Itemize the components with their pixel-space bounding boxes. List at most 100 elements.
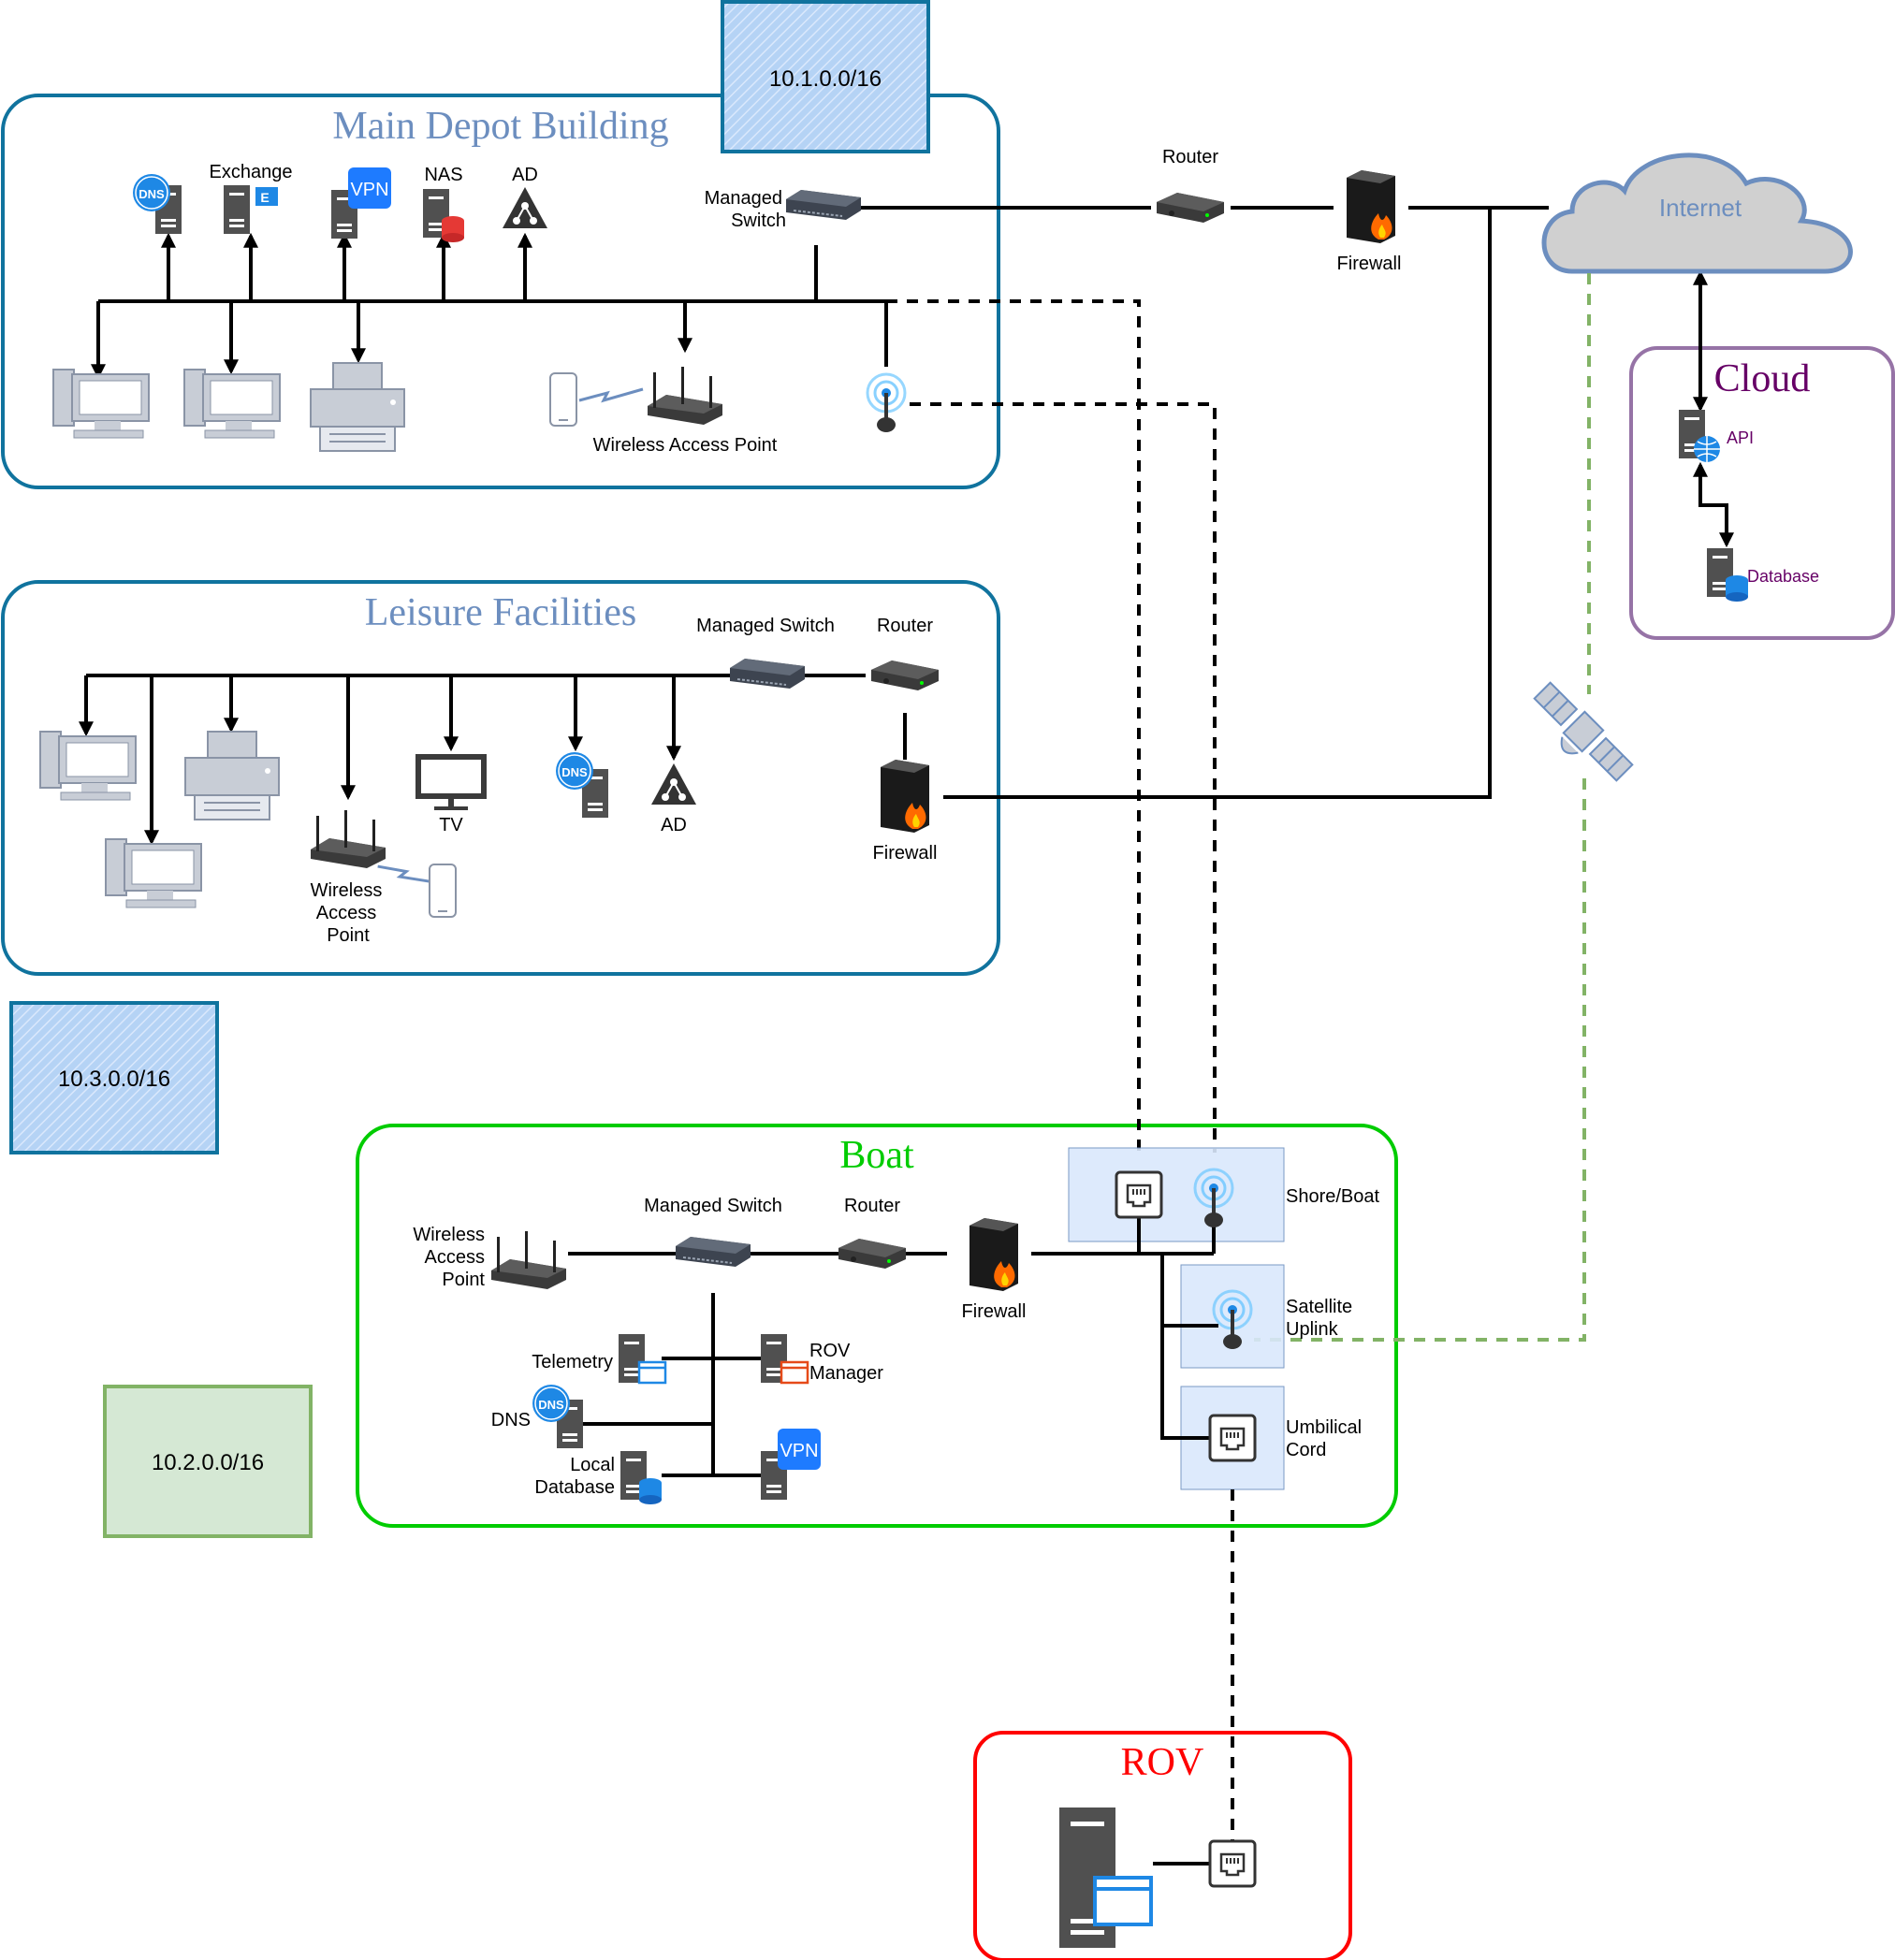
firewall-label: Firewall (1337, 254, 1402, 274)
firewall-icon[interactable] (969, 1218, 1018, 1291)
antenna-icon (866, 372, 907, 434)
phone-icon (429, 864, 457, 918)
wap-icon[interactable] (648, 367, 722, 425)
ad-icon (502, 186, 548, 229)
rov-manager-label-2: Manager (809, 1363, 883, 1384)
umbilical-label-1: Umbilical (1286, 1417, 1362, 1438)
router-icon[interactable] (871, 661, 939, 690)
satellite-label-1: Satellite (1286, 1297, 1352, 1317)
vpn-server-icon: VPN (331, 167, 391, 239)
pc-icon (183, 369, 281, 439)
nas-label: NAS (424, 165, 462, 185)
vpn-server-icon[interactable]: VPN (761, 1429, 821, 1500)
svg-text:DNS: DNS (561, 765, 588, 779)
managed-switch-icon[interactable] (785, 189, 862, 221)
managed-switch-label-2: Switch (731, 211, 786, 231)
local-db-label-1: Local (570, 1455, 615, 1475)
managed-switch-icon[interactable] (675, 1236, 751, 1268)
ad-icon (650, 762, 697, 806)
internet-label: Internet (1659, 194, 1742, 222)
rov-server-icon[interactable] (1059, 1808, 1153, 1948)
nas-server-icon (423, 189, 464, 242)
telemetry-server-icon[interactable] (619, 1334, 667, 1385)
subnet-boat-label: 10.2.0.0/16 (152, 1450, 264, 1475)
wap-label: Wireless Access Point (593, 435, 778, 456)
rov-ethernet-port-icon (1208, 1839, 1257, 1888)
leisure-container (1, 580, 1000, 976)
wireless-link-icon (577, 387, 645, 402)
wap-icon[interactable] (311, 810, 386, 868)
b-wap-label-2: Access (425, 1247, 485, 1268)
svg-text:E: E (260, 190, 269, 205)
internet-cloud-icon (1541, 152, 1853, 274)
l-router-label: Router (877, 616, 933, 636)
cloud-database-icon[interactable] (1707, 548, 1748, 602)
shore-wireless-link (910, 402, 1217, 1153)
rov-manager-server-icon[interactable] (761, 1334, 809, 1385)
ad-label: AD (512, 165, 538, 185)
printer-icon (184, 731, 280, 820)
l-ad-label: AD (661, 815, 687, 835)
router-icon[interactable] (1157, 193, 1224, 223)
firewall-icon[interactable] (881, 760, 929, 833)
router-icon[interactable] (838, 1239, 906, 1269)
rov-container (973, 1731, 1352, 1960)
wap-icon[interactable] (491, 1231, 566, 1289)
tv-icon (415, 754, 487, 810)
cloud-container (1629, 346, 1895, 640)
l-wap-label-2: Access (316, 903, 376, 923)
subnet-main-label: 10.1.0.0/16 (769, 66, 882, 92)
satellite-label-2: Uplink (1286, 1319, 1339, 1340)
svg-text:VPN: VPN (350, 180, 388, 200)
svg-text:DNS: DNS (538, 1398, 564, 1412)
router-label: Router (1162, 147, 1218, 167)
boat-umbilical-link (1160, 1254, 1218, 1440)
svg-text:VPN: VPN (780, 1441, 818, 1461)
api-label: API (1727, 428, 1754, 447)
exchange-label: Exchange (210, 162, 293, 182)
subnet-boat-box (103, 1385, 313, 1538)
local-database-icon[interactable] (620, 1451, 662, 1504)
dns-server-icon: DNS (133, 174, 182, 234)
managed-switch-icon[interactable] (729, 658, 806, 690)
b-wap-label-3: Point (442, 1270, 485, 1290)
l-wap-label-1: Wireless (311, 880, 383, 901)
subnet-leisure-box (9, 1001, 219, 1154)
telemetry-label: Telemetry (532, 1352, 613, 1372)
database-label: Database (1747, 567, 1819, 586)
umbilical-label-2: Cord (1286, 1440, 1326, 1460)
rov-title: ROV (1121, 1741, 1204, 1784)
shore-ethernet-port-icon (1115, 1170, 1163, 1219)
printer-icon (310, 362, 405, 452)
main-depot-container (1, 94, 1000, 489)
dns-server-icon[interactable]: DNS (532, 1385, 583, 1448)
b-switch-label: Managed Switch (644, 1196, 782, 1216)
subnet-leisure-label: 10.3.0.0/16 (58, 1067, 170, 1092)
boat-container (356, 1124, 1398, 1528)
pc-icon (105, 838, 202, 908)
rov-manager-label-1: ROV (809, 1341, 851, 1361)
cloud-title: Cloud (1714, 357, 1811, 400)
firewall-icon[interactable] (1347, 170, 1395, 243)
l-wap-label-3: Point (327, 925, 370, 946)
phone-icon (549, 372, 577, 427)
pc-icon (52, 369, 150, 439)
link-internet-leisure (943, 208, 1492, 799)
managed-switch-label-1: Managed (705, 188, 782, 209)
b-wap-label-1: Wireless (413, 1225, 485, 1245)
tv-label: TV (439, 815, 463, 835)
pc-icon (39, 731, 137, 801)
shore-boat-box (1068, 1147, 1285, 1242)
l-switch-label: Managed Switch (696, 616, 835, 636)
exchange-server-icon: E (224, 185, 278, 234)
link-api-database (1693, 461, 1734, 548)
satellite-link (1254, 273, 1591, 1342)
api-server-icon[interactable] (1679, 410, 1720, 462)
shore-boat-label: Shore/Boat (1286, 1186, 1380, 1207)
dns-server-icon: DNS (556, 752, 608, 818)
leisure-title: Leisure Facilities (365, 591, 636, 634)
svg-text:DNS: DNS (138, 187, 165, 201)
umbilical-ethernet-port-icon (1208, 1414, 1257, 1462)
l-firewall-label: Firewall (873, 843, 938, 864)
